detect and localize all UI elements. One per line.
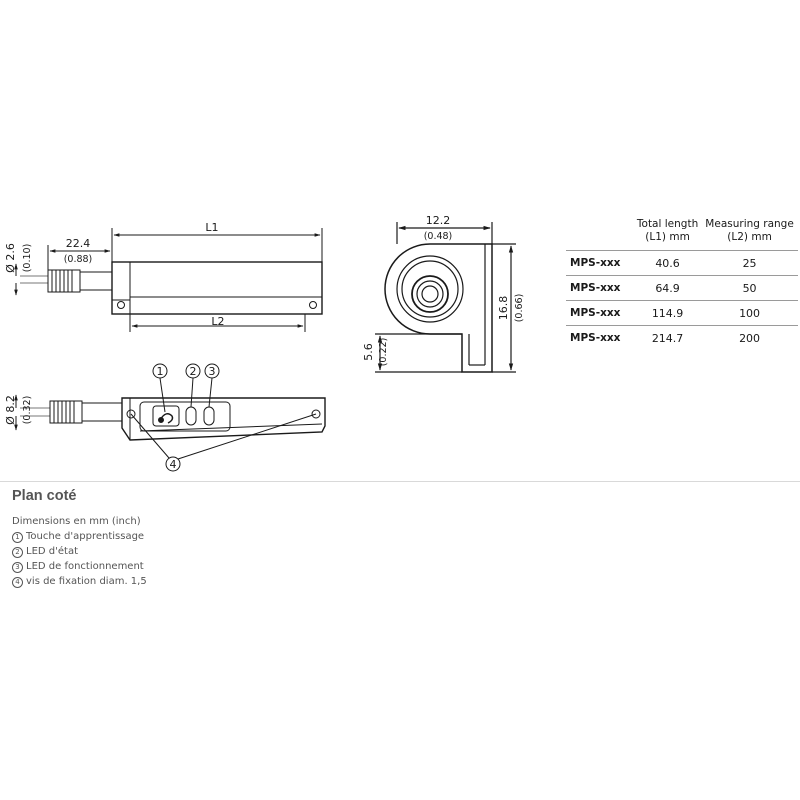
cable-length-in: (0.88) xyxy=(64,254,93,265)
l1-label: L1 xyxy=(205,221,218,234)
offset-mm: 5.6 xyxy=(362,343,375,361)
cable-strain-relief xyxy=(47,269,113,293)
top-view xyxy=(14,363,326,472)
legend-number: 2 xyxy=(12,547,23,558)
table-row: MPS-xxx 214.7 200 xyxy=(566,325,798,350)
total-length-cell: 214.7 xyxy=(634,325,702,350)
callout-4: 4 xyxy=(170,458,177,471)
total-length-cell: 40.6 xyxy=(634,250,702,276)
legend-number: 4 xyxy=(12,577,23,588)
housing-diameter-mm: Ø 8.2 xyxy=(4,395,17,425)
housing-diameter-in: (0.32) xyxy=(22,396,33,425)
model-cell: MPS-xxx xyxy=(566,250,634,276)
measuring-range-cell: 50 xyxy=(701,275,798,301)
measuring-range-cell: 100 xyxy=(701,300,798,326)
callout-3: 3 xyxy=(209,365,216,378)
section-divider xyxy=(0,481,800,482)
model-cell: MPS-xxx xyxy=(566,325,634,350)
legend-text: Touche d'apprentissage xyxy=(26,531,145,542)
table-row: MPS-xxx 114.9 100 xyxy=(566,300,798,326)
legend-number: 1 xyxy=(12,532,23,543)
spec-table: Total length (L1) mm Measuring range (L2… xyxy=(566,218,798,350)
callout-1: 1 xyxy=(157,365,164,378)
sensor-housing-side xyxy=(111,261,323,315)
teach-button xyxy=(152,405,180,427)
offset-in: (0.22) xyxy=(378,338,389,367)
cable-diameter-mm: Ø 2.6 xyxy=(4,243,17,273)
caption-title: Plan coté xyxy=(12,488,77,504)
table-row: MPS-xxx 64.9 50 xyxy=(566,275,798,301)
cable-diameter-in: (0.10) xyxy=(22,244,33,273)
dimensions-note: Dimensions en mm (inch) xyxy=(12,516,141,527)
sensor-profile-end xyxy=(384,243,493,373)
width-mm: 12.2 xyxy=(426,214,451,227)
height-mm: 16.8 xyxy=(497,296,510,321)
total-length-cell: 64.9 xyxy=(634,275,702,301)
mounting-hole xyxy=(117,301,125,309)
legend-text: vis de fixation diam. 1,5 xyxy=(26,576,147,587)
model-cell: MPS-xxx xyxy=(566,300,634,326)
side-view xyxy=(14,228,323,332)
sensor-housing-top xyxy=(121,397,326,441)
header-measuring-range: Measuring range (L2) mm xyxy=(705,218,794,243)
end-view xyxy=(375,222,516,373)
total-length-cell: 114.9 xyxy=(634,300,702,326)
l2-label: L2 xyxy=(211,315,224,328)
table-row: MPS-xxx 40.6 25 xyxy=(566,250,798,276)
mounting-hole xyxy=(309,301,317,309)
header-total-length: Total length (L1) mm xyxy=(636,218,699,243)
header-model xyxy=(566,218,634,251)
legend-text: LED d'état xyxy=(26,546,78,557)
legend-text: LED de fonctionnement xyxy=(26,561,144,572)
fixing-screw xyxy=(311,409,321,419)
fixing-screw xyxy=(126,409,136,419)
callout-2: 2 xyxy=(190,365,197,378)
width-in: (0.48) xyxy=(424,231,453,242)
height-in: (0.66) xyxy=(514,294,525,323)
dimension-drawing: L1 L2 22.4 (0.88) Ø 2.6 (0.10) xyxy=(4,214,525,472)
measuring-range-cell: 25 xyxy=(701,250,798,276)
model-cell: MPS-xxx xyxy=(566,275,634,301)
measuring-range-cell: 200 xyxy=(701,325,798,350)
cable-length-mm: 22.4 xyxy=(66,237,91,250)
legend-number: 3 xyxy=(12,562,23,573)
